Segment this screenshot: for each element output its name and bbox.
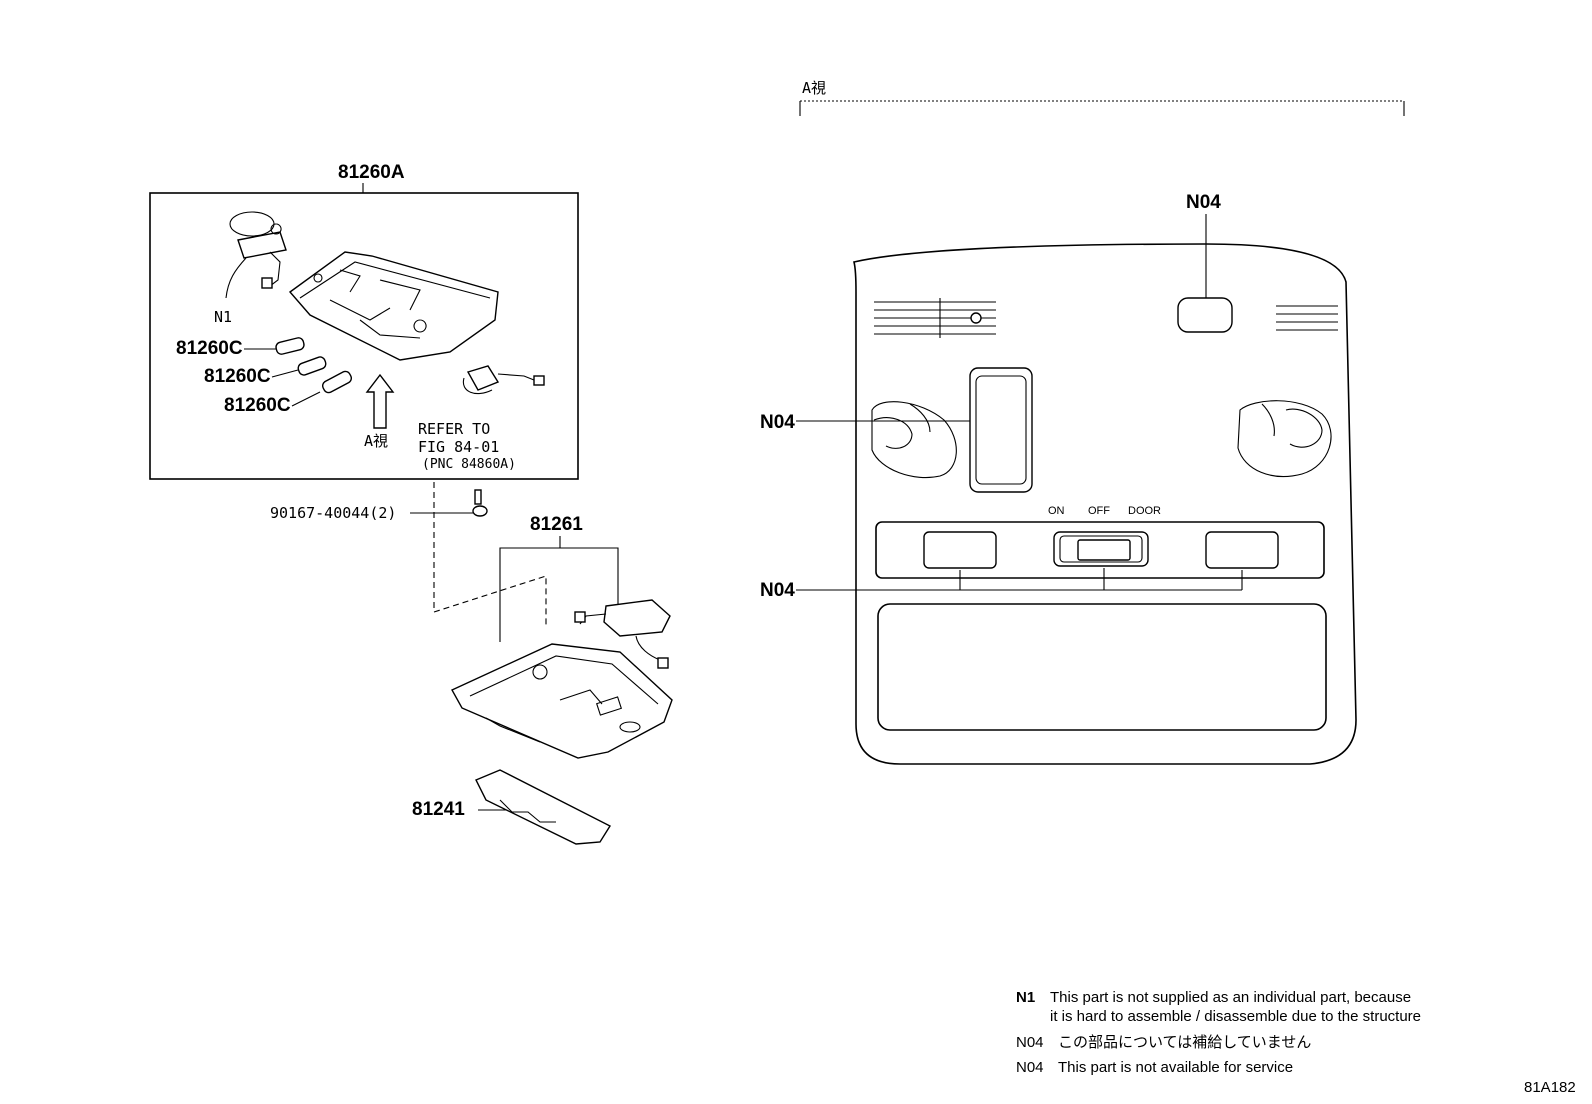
note-n1-line1: This part is not supplied as an individu…: [1050, 989, 1411, 1006]
switch-off-label: OFF: [1088, 505, 1110, 517]
base-tray: [288, 251, 499, 361]
socket-connector: REFER TO FIG 84-01 (PNC 84860A): [418, 365, 545, 472]
note-n04-en-text: This part is not available for service: [1058, 1059, 1293, 1076]
switch-on-label: ON: [1048, 505, 1065, 517]
callout-screw: 90167-40044(2): [270, 504, 396, 522]
reading-lamp-right: [1237, 400, 1332, 478]
vent-right: [1276, 305, 1338, 331]
screw-90167: 90167-40044(2): [270, 489, 488, 522]
callout-81241: 81241: [412, 799, 465, 820]
callout-n04-bottom: N04: [760, 580, 795, 601]
bulb-3: 81260C: [224, 370, 352, 416]
callout-81260A: 81260A: [338, 162, 405, 183]
callout-n04-mid: N04: [760, 412, 795, 433]
lens-81241: [475, 769, 611, 845]
refer-line-1: REFER TO: [418, 420, 490, 438]
notes: N1 This part is not supplied as an indiv…: [1016, 989, 1421, 1076]
switch-panel: [875, 521, 1325, 579]
assembly-81260A-group: 81260A N1 81260C: [149, 162, 579, 480]
callout-bulb-2: 81260C: [204, 366, 271, 387]
view-a-arrow-label: A視: [364, 432, 388, 450]
bulb-1: 81260C: [176, 337, 305, 359]
view-a-group: A視 N04 N04: [760, 79, 1405, 765]
note-n1-code: N1: [1016, 989, 1035, 1006]
figure-id: 81A182: [1524, 1079, 1576, 1096]
refer-line-2: FIG 84-01: [418, 438, 499, 456]
install-dashed-line: [433, 482, 547, 628]
housing-81261: [451, 643, 673, 759]
note-n04-jp-code: N04: [1016, 1034, 1044, 1051]
note-n04-jp-text: この部品については補給していません: [1058, 1034, 1311, 1051]
storage-lid: [877, 603, 1327, 731]
bulb-2: 81260C: [204, 356, 327, 387]
assembly-81260A-frame: [149, 192, 579, 480]
lens-81241-group: 81241: [412, 769, 611, 845]
callout-81261: 81261: [530, 514, 583, 535]
center-lamp-lens: [969, 367, 1033, 493]
housing-81261-group: 81261: [451, 514, 673, 759]
view-a-title: A視: [802, 79, 826, 97]
callout-bulb-1: 81260C: [176, 338, 243, 359]
callout-n1: N1: [214, 308, 232, 326]
note-n04-en-code: N04: [1016, 1059, 1044, 1076]
switch-door-label: DOOR: [1128, 505, 1161, 517]
callout-n04-top: N04: [1186, 192, 1221, 213]
refer-line-3: (PNC 84860A): [422, 457, 516, 472]
note-n1-line2: it is hard to assemble / disassemble due…: [1050, 1008, 1421, 1025]
console-panel: [853, 243, 1357, 765]
reading-lamp-left: [871, 401, 957, 479]
view-a-arrow: A視: [364, 373, 395, 450]
callout-bulb-3: 81260C: [224, 395, 291, 416]
vent-left: [874, 298, 996, 338]
door-switch-knob: [1077, 539, 1131, 561]
right-switch-button: [1205, 531, 1279, 569]
top-button: [1177, 297, 1233, 333]
switch-module: [574, 599, 671, 669]
left-switch-button: [923, 531, 997, 569]
lamp-module-n1: [225, 211, 287, 299]
